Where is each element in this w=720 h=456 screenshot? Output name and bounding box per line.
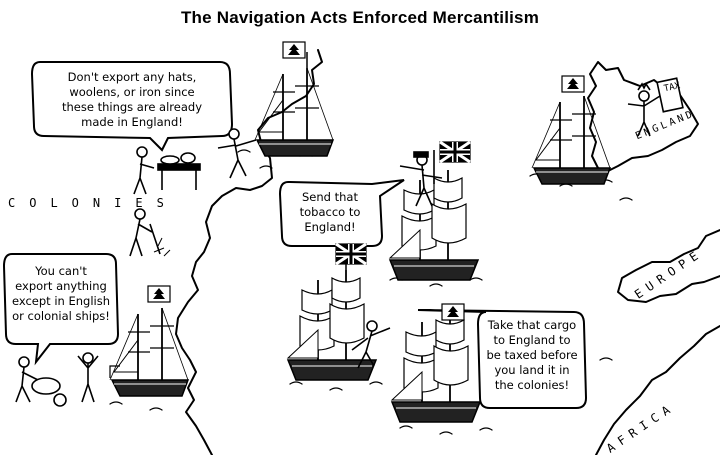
bubble-line: to England to	[493, 333, 571, 347]
bubble-line: Don't export any hats,	[67, 70, 197, 84]
bubble-line: tobacco to	[299, 205, 361, 219]
colonists-table-scene	[133, 128, 257, 195]
bubble-line: or colonial ships!	[12, 309, 110, 323]
bubble-text-hats: Don't export any hats, woolens, or iron …	[34, 70, 230, 130]
bubble-line: woolens, or iron since	[69, 85, 195, 99]
bubble-line: You can't	[35, 264, 87, 278]
bubble-text-tobacco: Send that tobacco to England!	[282, 190, 378, 235]
colonies-label: COLONIES	[8, 196, 178, 210]
bubble-line: England!	[304, 220, 356, 234]
ship-cargo-colonial	[391, 303, 481, 423]
bubble-tobacco	[278, 179, 405, 247]
officer-tobacco	[399, 142, 470, 207]
europe-coastline	[617, 229, 720, 303]
bubble-line: except in English	[11, 294, 110, 308]
bubble-hats	[30, 61, 234, 152]
page-title: The Navigation Acts Enforced Mercantilis…	[180, 8, 540, 27]
bubble-line: you land it in	[494, 363, 570, 377]
bubble-text-ships: You can't export anything except in Engl…	[6, 264, 116, 324]
bubble-text-cargo: Take that cargo to England to be taxed b…	[480, 318, 584, 393]
bubble-line: export anything	[15, 279, 107, 293]
bubble-line: these things are already	[61, 100, 203, 114]
colonies-coastline	[175, 49, 323, 455]
bubble-line: Take that cargo	[487, 318, 577, 332]
bubble-line: the colonies!	[494, 378, 570, 392]
bubble-cargo	[417, 309, 588, 409]
bubble-line: made in England!	[81, 115, 183, 129]
africa-coastline	[595, 325, 720, 455]
ship-tobacco	[389, 169, 479, 281]
officer-cargo	[351, 320, 391, 369]
bubble-line: be taxed before	[486, 348, 578, 362]
bubble-line: Send that	[302, 190, 358, 204]
bubble-ships	[2, 253, 120, 366]
ship-british-cargo	[287, 244, 377, 381]
farmer-figure	[129, 208, 171, 257]
ship-england	[531, 75, 611, 185]
ship-colonial-export	[109, 285, 189, 397]
king-figure	[627, 77, 684, 137]
colonists-wheelbarrow	[15, 352, 99, 407]
ship-colonial-north	[254, 41, 334, 157]
